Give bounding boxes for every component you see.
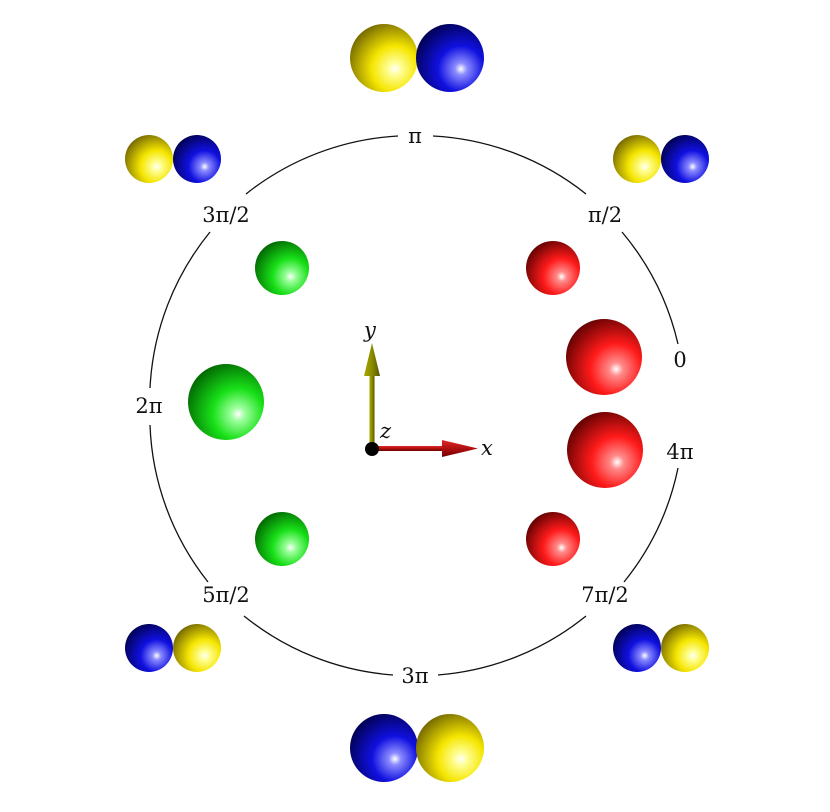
phase-arc (245, 135, 399, 195)
sphere-pair-top-left (125, 135, 221, 183)
label-zero: 0 (673, 348, 686, 372)
yellow-sphere (173, 624, 221, 672)
label-three-pi-half: 3π/2 (202, 203, 250, 227)
phase-circle (149, 135, 679, 676)
phase-arc (149, 424, 209, 583)
green-sphere (255, 241, 309, 295)
blue-sphere (350, 714, 418, 782)
phase-labels: π π/2 0 4π 7π/2 3π 5π/2 2π 3π/2 (135, 124, 693, 688)
red-sphere (526, 512, 580, 566)
label-five-pi-half: 5π/2 (202, 583, 250, 607)
y-axis-shaft (369, 372, 375, 450)
yellow-sphere (613, 135, 661, 183)
origin-dot (365, 442, 379, 456)
yellow-sphere (125, 135, 173, 183)
blue-sphere (661, 135, 709, 183)
sphere-pair-top-right (613, 135, 709, 183)
x-axis-label: x (481, 436, 493, 460)
label-three-pi: 3π (401, 664, 428, 688)
coordinate-frame: y z x (363, 318, 493, 460)
label-seven-pi-half: 7π/2 (581, 583, 629, 607)
phase-arc (243, 615, 394, 676)
label-two-pi: 2π (135, 394, 162, 418)
yellow-sphere (350, 24, 418, 92)
sphere-pair-bottom (350, 714, 484, 782)
label-pi: π (408, 124, 422, 148)
red-sphere (567, 412, 643, 488)
phase-arc (623, 467, 679, 583)
yellow-sphere (416, 714, 484, 782)
phase-arc (432, 135, 587, 195)
phase-arc (149, 231, 211, 389)
red-sphere (526, 241, 580, 295)
green-sphere (188, 364, 264, 440)
blue-sphere (613, 624, 661, 672)
label-four-pi: 4π (666, 440, 693, 464)
blue-sphere (125, 624, 173, 672)
blue-sphere (173, 135, 221, 183)
sphere-pair-bottom-left (125, 624, 221, 672)
red-spheres (526, 241, 643, 566)
y-axis-label: y (363, 318, 377, 342)
red-sphere (566, 319, 642, 395)
sphere-pair-top (350, 24, 484, 92)
phase-arc (437, 615, 587, 676)
x-axis-arrowhead (442, 440, 478, 457)
y-axis-arrowhead (364, 343, 380, 376)
phase-arc (621, 231, 679, 345)
blue-sphere (416, 24, 484, 92)
label-pi-half: π/2 (588, 203, 622, 227)
sphere-pair-bottom-right (613, 624, 709, 672)
x-axis-shaft (372, 446, 444, 451)
green-spheres (188, 241, 309, 566)
green-sphere (255, 512, 309, 566)
z-axis-label: z (379, 419, 392, 443)
yellow-sphere (661, 624, 709, 672)
